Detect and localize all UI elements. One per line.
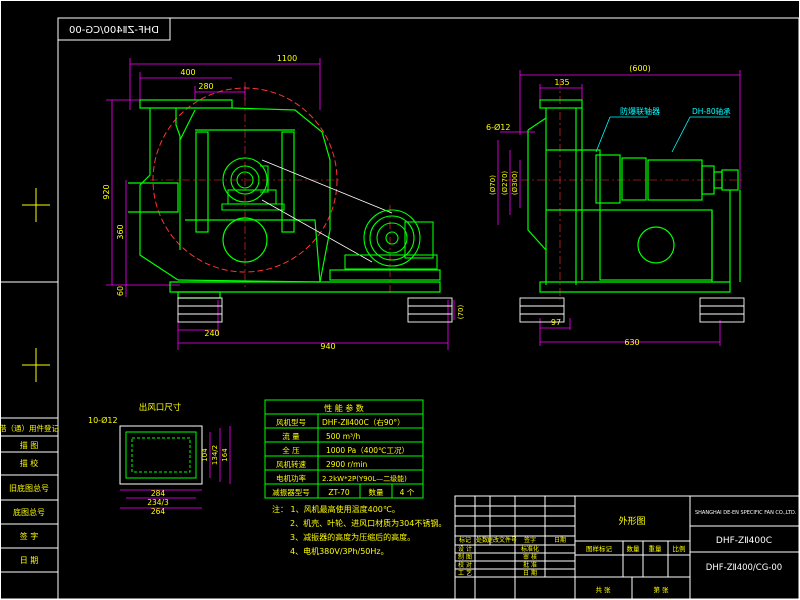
strip-label-0: 借（通）用件登记 [0,423,59,433]
strip-label-1: 描 图 [20,440,39,450]
perf-qty-label: 数量 [369,487,384,497]
strip-label-4: 底图总号 [13,507,45,517]
tb-label-approve: 批 准 [523,561,537,569]
perf-value-4: 2.2kW*2P(Y90L—二级能) [322,474,407,483]
note-3: 3、减振器的高度为压缩后的高度。 [290,532,415,542]
note-1: 注： 1、风机最高使用温度400℃。 [272,504,400,514]
strip-label-2: 描 校 [20,458,39,468]
note-4: 4、电机380V/3Ph/50Hz。 [290,546,389,556]
tb-label-mark: 标记 [459,536,471,544]
perf-label-0: 风机型号 [276,417,306,427]
tb-label-sheet: 第 张 [653,585,669,594]
tb-label-count: 处数 [476,536,488,544]
note-2: 2、机壳、叶轮、进风口材质为304不锈钢。 [290,518,446,528]
perf-value-3: 2900 r/min [326,460,367,469]
strip-label-5: 签 字 [20,531,39,541]
outlet-w-outer: 264 [151,507,166,516]
side-view: 135 (600) 6-Ø12 (Ø70) (Ø270) (Ø300) 97 6… [486,64,745,347]
outlet-h-mid: 134/2 [211,445,219,465]
tb-label-review: 审 核 [523,553,537,561]
outlet-w-mid: 234/3 [147,498,169,507]
outlet-holes: 10-Ø12 [88,415,118,425]
tb-label-check: 校 对 [458,561,472,569]
registration-marks [0,188,58,382]
perf-label-5: 减振器型号 [272,487,310,497]
side-dim-overall: (600) [629,64,651,73]
dim-isolator-height: (70) [457,305,465,320]
mirrored-code-box: DHF-ZⅡ400/CG-00 [57,17,171,41]
side-dim-base-left: 97 [551,318,561,327]
perf-value-1: 500 m³/h [326,432,361,441]
perf-label-1: 流 量 [282,431,300,441]
perf-title: 性 能 参 数 [324,403,364,413]
perf-qty-value: 4 个 [400,488,415,497]
dim-base-height: 60 [116,286,125,296]
outlet-h-outer: 164 [221,448,229,462]
perf-label-3: 风机转速 [276,459,306,469]
tb-label-sign: 签字 [524,536,536,544]
mirrored-code: DHF-ZⅡ400/CG-00 [69,25,159,36]
perf-value-0: DHF-ZⅡ400C（右90°） [322,417,405,427]
dim-outlet-inner: 280 [198,82,213,91]
tb-model: DHF-ZⅡ400C [716,536,772,546]
strip-label-3: 旧底图总号 [9,483,49,493]
title-block: SHANGHAI DE-EN SPECIFIC FAN CO.,LTD. 外形图… [454,495,800,600]
perf-label-2: 全 压 [282,445,300,455]
perf-value-5: ZT-70 [328,488,350,497]
strip-label-6: 日 期 [20,556,39,565]
tb-label-standard: 标准化 [521,545,539,553]
tb-label-date2: 日 期 [523,569,537,577]
outlet-w-inner: 284 [151,489,166,498]
tb-label-date: 日期 [554,536,566,544]
perf-label-4: 电机功率 [276,473,306,483]
perf-value-2: 1000 Pa（400℃工况） [326,446,409,455]
performance-table: 性 能 参 数 风机型号 DHF-ZⅡ400C（右90°） 流 量 500 m³… [264,399,424,499]
tb-label-qty: 数量 [627,544,641,553]
tb-drawing-name: 外形图 [618,515,645,527]
callout-coupling: 防爆联轴器 [620,106,660,116]
front-view: 1100 400 280 920 360 60 240 940 [102,54,465,351]
side-dim-bolts: 6-Ø12 [486,122,510,132]
tb-label-sheets: 共 张 [595,585,611,594]
side-dim-d1: (Ø70) [489,175,497,195]
dim-height-center: 360 [116,224,125,239]
outlet-h-inner: 104 [201,448,209,462]
dim-overall-width: 1100 [277,54,297,63]
side-dim-top: 135 [554,78,569,87]
tb-label-draw: 制 图 [458,553,472,561]
tb-company: SHANGHAI DE-EN SPECIFIC FAN CO.,LTD. [695,510,797,516]
tb-code: DHF-ZⅡ400/CG-00 [706,563,782,573]
dim-base-overall: 940 [320,342,335,351]
dim-base-left: 240 [204,329,219,338]
dim-height-total: 920 [102,184,111,199]
side-dim-d3: (Ø300) [511,171,519,196]
side-dim-base-overall: 630 [624,338,639,347]
left-record-strip: 借（通）用件登记 描 图 描 校 旧底图总号 底图总号 签 字 日 期 [0,417,59,600]
tb-label-weight: 重量 [649,545,663,553]
outlet-title: 出风口尺寸 [139,402,182,413]
tb-label-change-doc: 更改文件号 [487,536,517,544]
tb-label-stage: 图样标记 [586,544,613,553]
tb-label-design: 设 计 [458,545,472,553]
outlet-detail: 出风口尺寸 10-Ø12 284 234/3 264 104 134/2 164 [88,402,231,516]
tb-label-scale: 比例 [673,544,686,553]
dim-outlet-width: 400 [180,68,195,77]
callout-bearing: DH-80轴承 [692,106,731,116]
side-dim-d2: (Ø270) [501,171,509,196]
notes: 注： 1、风机最高使用温度400℃。 2、机壳、叶轮、进风口材质为304不锈钢。… [272,504,446,556]
tb-label-process: 工 艺 [458,569,472,577]
